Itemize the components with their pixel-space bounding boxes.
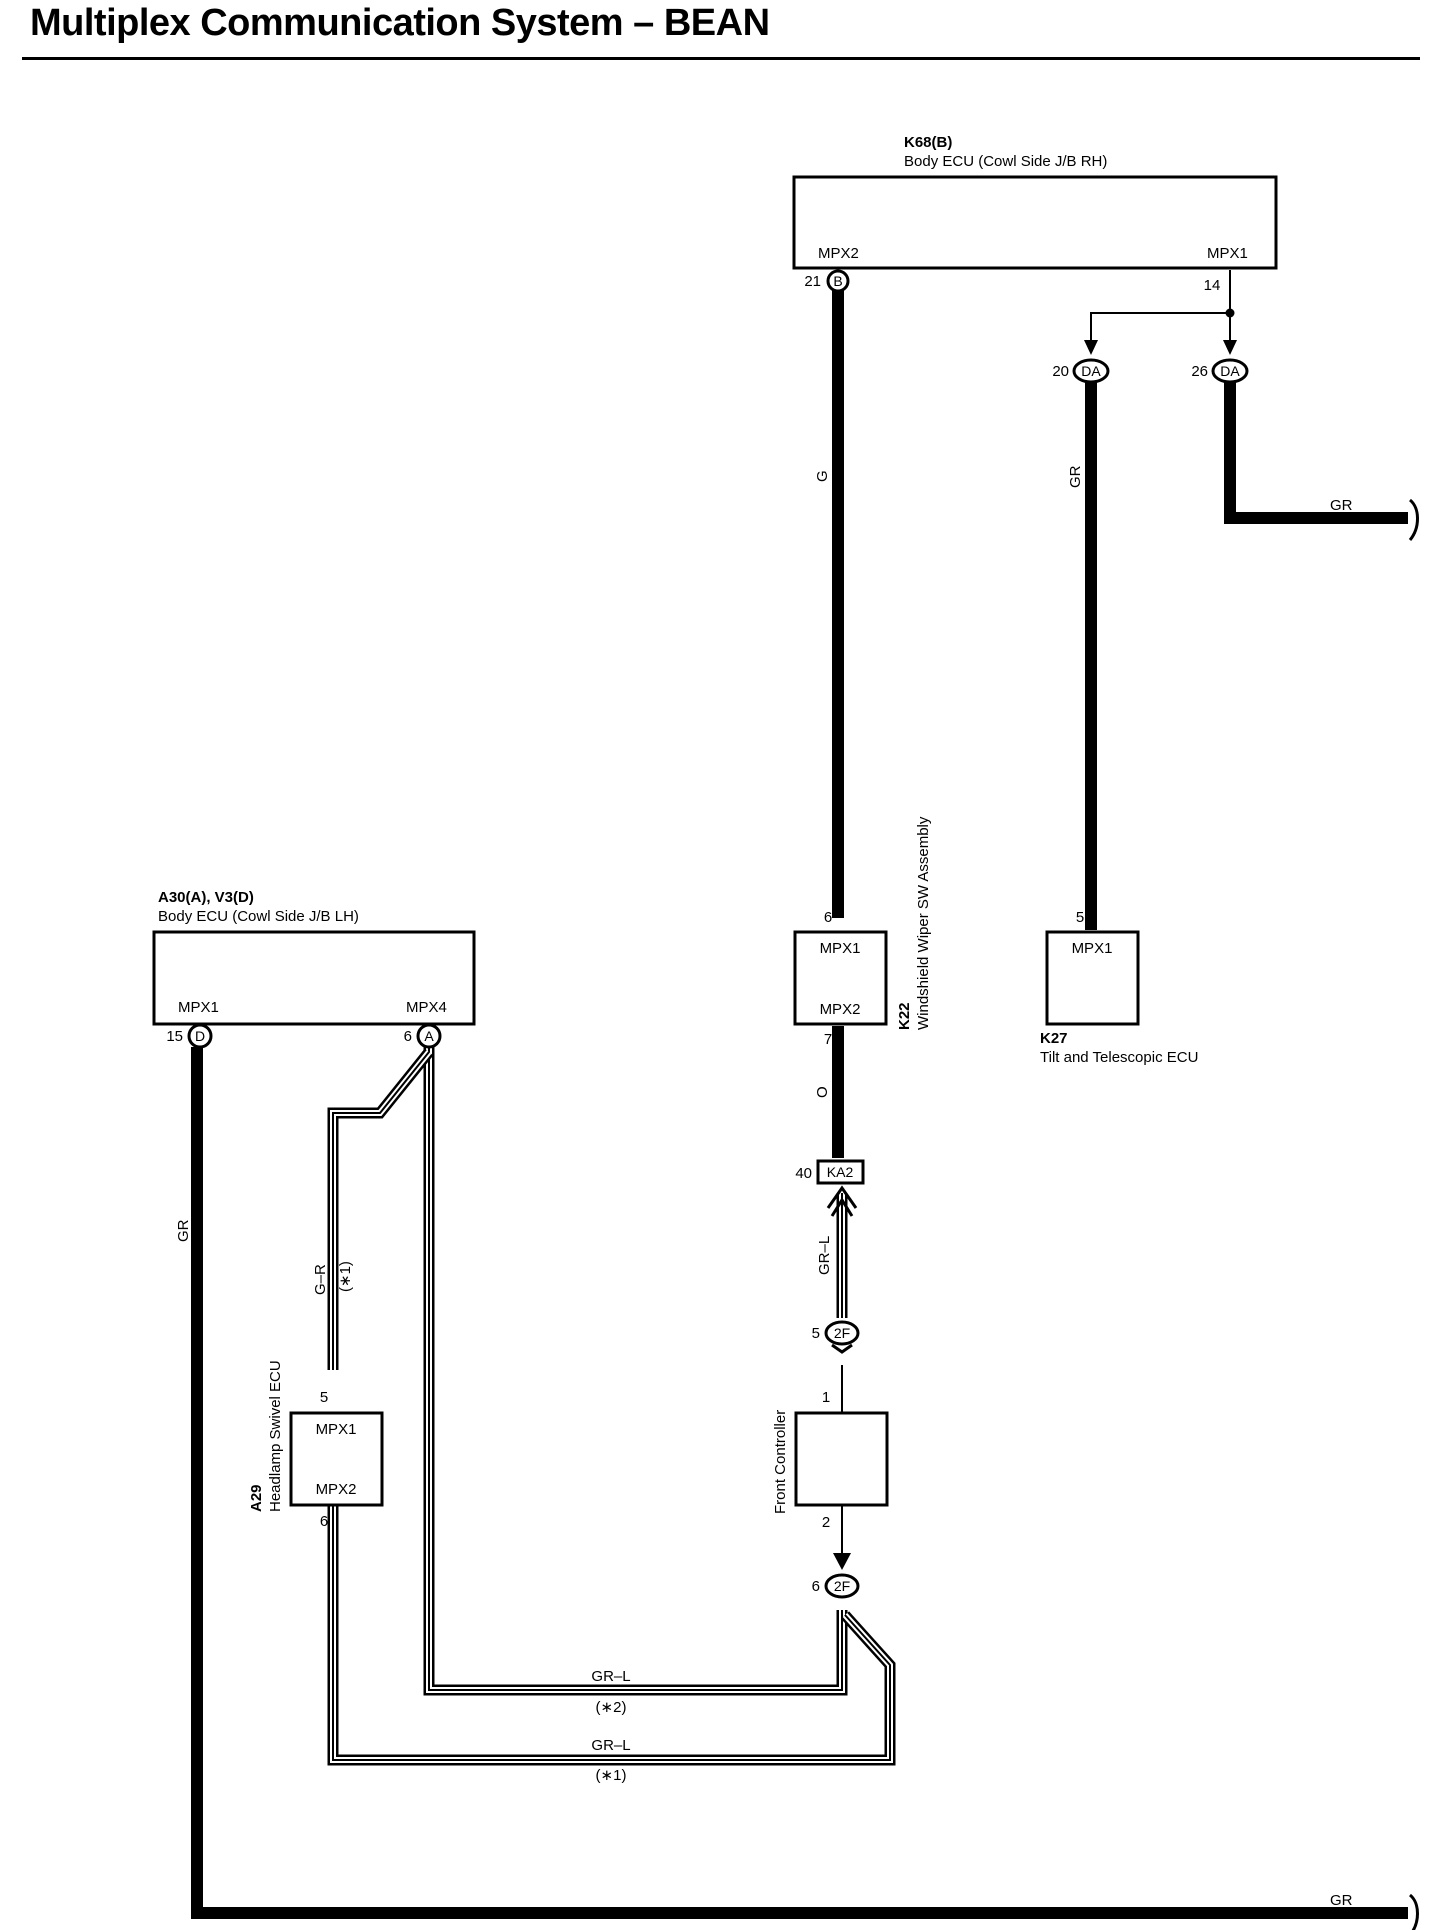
svg-text:2F: 2F xyxy=(834,1578,850,1594)
k22-top-pin: MPX1 xyxy=(820,940,861,957)
svg-text:A: A xyxy=(424,1028,434,1044)
arrow-up-ka2 xyxy=(826,1185,858,1209)
k68-name: Body ECU (Cowl Side J/B RH) xyxy=(904,153,1107,170)
k68-body-ecu-box xyxy=(792,175,1278,270)
svg-text:B: B xyxy=(833,273,842,289)
a30-left-pin: MPX1 xyxy=(178,999,219,1016)
pin-6-k22: 6 xyxy=(824,909,832,926)
pin-6-a30: 6 xyxy=(404,1028,412,1045)
wire-label-gr-l-1: GR–L xyxy=(591,1737,630,1754)
pin-6-2f: 6 xyxy=(812,1578,820,1595)
wire-break-top xyxy=(1408,498,1419,541)
pin-26: 26 xyxy=(1191,363,1208,380)
connector-da-26: DA xyxy=(1211,358,1249,384)
wire-label-gr-left: GR xyxy=(175,1219,192,1242)
connector-da-20: DA xyxy=(1072,358,1110,384)
wire-label-gr-out-top: GR xyxy=(1330,497,1353,514)
wire-junction-split xyxy=(1090,312,1231,345)
pin-15: 15 xyxy=(166,1028,183,1045)
wire-label-gr-l-ka2: GR–L xyxy=(816,1236,833,1275)
connector-2f-top: 2F xyxy=(824,1320,860,1346)
pin-7-k22: 7 xyxy=(824,1031,832,1048)
svg-text:DA: DA xyxy=(1081,363,1101,379)
wire-label-g-r: G–R xyxy=(312,1264,329,1295)
a29-headlamp-ecu-box xyxy=(289,1411,384,1507)
arrow-2f-top xyxy=(831,1343,853,1354)
a29-top-pin: MPX1 xyxy=(316,1421,357,1438)
svg-text:DA: DA xyxy=(1220,363,1240,379)
wire-label-o: O xyxy=(814,1086,831,1098)
pin-1-fc: 1 xyxy=(822,1389,830,1406)
arrow-up-ka2-inner xyxy=(830,1197,854,1217)
arrow-to-da26 xyxy=(1223,340,1237,355)
pin-5-a29: 5 xyxy=(320,1389,328,1406)
wire-label-gr-k27: GR xyxy=(1067,465,1084,488)
pin-40: 40 xyxy=(795,1165,812,1182)
title-rule xyxy=(22,57,1420,60)
arrow-to-da20 xyxy=(1084,340,1098,355)
connector-a30-a: A xyxy=(416,1023,442,1049)
connector-ka2: KA2 xyxy=(816,1159,865,1185)
svg-text:2F: 2F xyxy=(834,1325,850,1341)
k22-code: K22 xyxy=(896,1002,913,1030)
k22-wiper-sw-box xyxy=(793,930,888,1026)
front-controller-box xyxy=(794,1411,889,1507)
pin-5-2f: 5 xyxy=(812,1325,820,1342)
k22-name: Windshield Wiper SW Assembly xyxy=(915,816,932,1030)
pin-5-k27: 5 xyxy=(1076,909,1084,926)
svg-text:D: D xyxy=(195,1028,205,1044)
connector-k68-b: B xyxy=(826,269,850,293)
arrow-to-2f-bottom xyxy=(833,1553,851,1570)
a30-body-ecu-box xyxy=(152,930,476,1026)
a29-code: A29 xyxy=(248,1484,265,1512)
wire-gr-out-top xyxy=(1224,382,1408,524)
k68-code: K68(B) xyxy=(904,134,952,151)
pin-2-fc: 2 xyxy=(822,1514,830,1531)
wire-note-1: (∗1) xyxy=(596,1767,627,1784)
k68-left-pin: MPX2 xyxy=(818,245,859,262)
k27-pin-label: MPX1 xyxy=(1072,940,1113,957)
pin-21: 21 xyxy=(804,273,821,290)
a30-code: A30(A), V3(D) xyxy=(158,889,254,906)
k68-right-pin: MPX1 xyxy=(1207,245,1248,262)
wire-note-g-r: (∗1) xyxy=(337,1261,354,1292)
k27-tilt-ecu-box xyxy=(1045,930,1140,1026)
pin-6-a29: 6 xyxy=(320,1513,328,1530)
k22-bottom-pin: MPX2 xyxy=(820,1001,861,1018)
a30-right-pin: MPX4 xyxy=(406,999,447,1016)
a30-name: Body ECU (Cowl Side J/B LH) xyxy=(158,908,359,925)
a29-bottom-pin: MPX2 xyxy=(316,1481,357,1498)
wire-label-gr-out-bottom: GR xyxy=(1330,1892,1353,1909)
pin-20: 20 xyxy=(1052,363,1069,380)
a29-name: Headlamp Swivel ECU xyxy=(267,1360,284,1512)
shielded-wires xyxy=(327,1047,896,1766)
pin-14: 14 xyxy=(1204,277,1221,294)
k27-code: K27 xyxy=(1040,1030,1068,1047)
connector-a30-d: D xyxy=(187,1023,213,1049)
front-controller-name: Front Controller xyxy=(772,1410,789,1514)
svg-text:KA2: KA2 xyxy=(827,1164,854,1180)
k27-name: Tilt and Telescopic ECU xyxy=(1040,1049,1198,1066)
connector-2f-bottom: 2F xyxy=(824,1573,860,1599)
wire-break-bottom xyxy=(1408,1893,1419,1930)
wire-note-2: (∗2) xyxy=(596,1699,627,1716)
wire-gr-left xyxy=(191,1047,1408,1919)
wire-label-g: G xyxy=(814,470,831,482)
page-title: Multiplex Communication System – BEAN xyxy=(30,2,770,44)
wire-label-gr-l-2: GR–L xyxy=(591,1668,630,1685)
